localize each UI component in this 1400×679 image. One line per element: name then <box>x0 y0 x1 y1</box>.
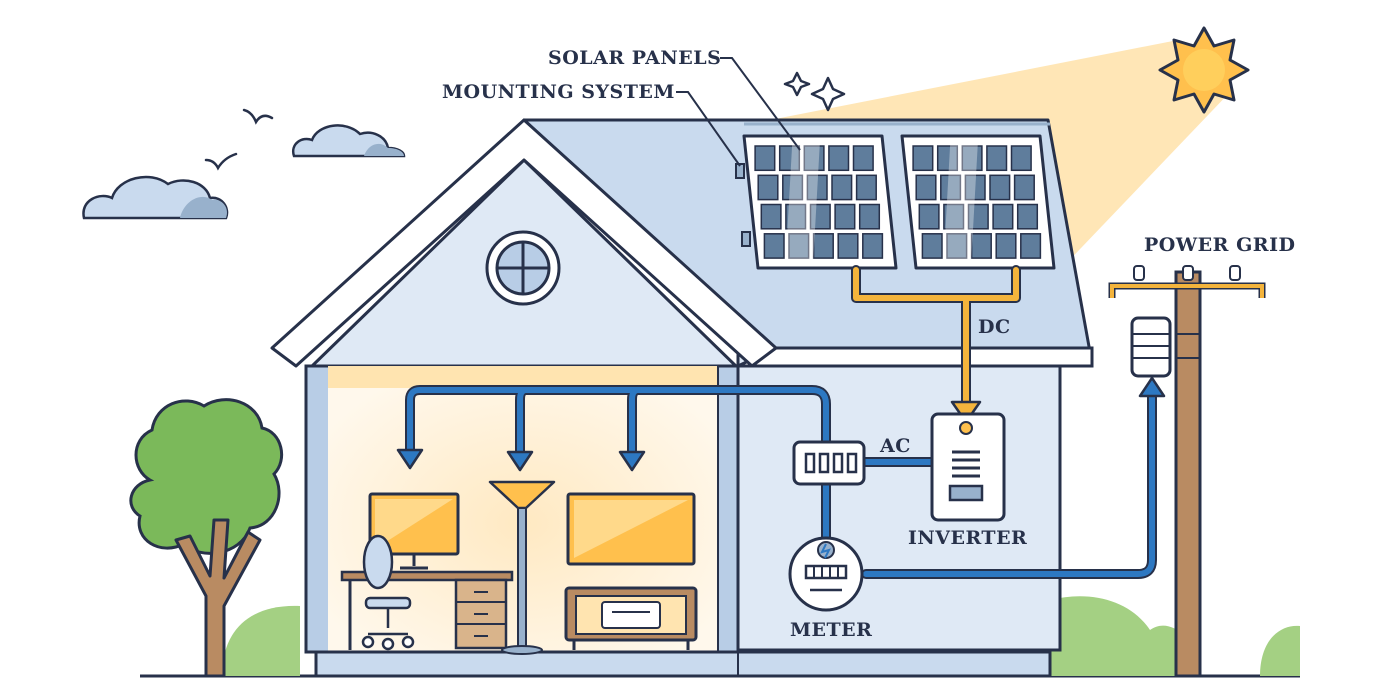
solar-cell <box>763 233 785 259</box>
solar-cell <box>782 174 804 201</box>
solar-cell <box>915 174 937 201</box>
solar-cell <box>806 174 828 201</box>
solar-cell <box>936 145 959 172</box>
solar-cell <box>943 203 965 230</box>
bush-icon <box>222 596 1300 676</box>
ac-wire-grid <box>821 376 1166 579</box>
tv-icon <box>566 492 696 566</box>
foundation <box>314 650 1052 678</box>
solar-cell <box>760 203 782 230</box>
solar-cell <box>809 203 831 230</box>
round-window-icon <box>485 230 561 306</box>
tree-icon <box>129 398 284 678</box>
solar-cell <box>812 233 834 259</box>
solar-cell <box>858 203 881 230</box>
inverter-icon <box>930 412 1006 522</box>
solar-cell <box>803 145 825 172</box>
solar-cell <box>918 203 940 230</box>
cloud-icon <box>82 124 406 220</box>
solar-cell <box>970 233 992 259</box>
inverter-label: INVERTER <box>908 527 1027 549</box>
ac-label: AC <box>879 435 911 457</box>
solar-cell <box>995 233 1017 259</box>
solar-cell <box>1016 203 1039 230</box>
meter-label: METER <box>790 619 872 641</box>
leader-lines <box>676 57 801 167</box>
solar-cell <box>921 233 943 259</box>
solar-cell <box>834 203 856 230</box>
circuit-breaker-icon <box>792 440 866 486</box>
solar-cell <box>754 145 776 172</box>
utility-pole-icon <box>1108 265 1266 678</box>
solar-cell <box>837 233 859 259</box>
office-chair-icon <box>361 534 415 651</box>
power-grid-label: POWER GRID <box>1144 234 1295 256</box>
solar-cell <box>964 174 986 201</box>
solar-cell <box>1010 145 1032 172</box>
solar-cell <box>828 145 850 172</box>
solar-cell <box>989 174 1011 201</box>
solar-cell <box>946 233 968 259</box>
computer-monitor-icon <box>368 492 460 570</box>
mounting-system <box>735 122 1050 247</box>
solar-cell <box>1020 233 1042 259</box>
sun-icon <box>1158 26 1250 114</box>
gable-trim <box>270 118 778 368</box>
solar-cell <box>967 203 989 230</box>
solar-cell <box>940 174 962 201</box>
solar-cell <box>785 203 807 230</box>
solar-panel-left <box>742 134 898 270</box>
solar-cell <box>912 145 934 172</box>
ac-wire-house <box>396 385 831 472</box>
bird-icon <box>204 108 274 171</box>
solar-cell <box>831 174 853 201</box>
solar-cell <box>1013 174 1035 201</box>
solar-cell <box>778 145 801 172</box>
solar-cell <box>855 174 877 201</box>
desk-icon <box>340 570 514 650</box>
dc-wire <box>851 265 1021 424</box>
solar-cell <box>961 145 983 172</box>
transformer-icon <box>1130 316 1172 378</box>
solar-cell <box>788 233 810 259</box>
dc-label: DC <box>978 316 1011 338</box>
electric-meter-icon <box>788 536 864 612</box>
solar-cell <box>862 233 884 259</box>
solar-cell <box>757 174 779 201</box>
tv-cabinet-icon <box>564 586 698 650</box>
mounting-system-label: MOUNTING SYSTEM <box>442 81 675 103</box>
solar-cell <box>986 145 1008 172</box>
sparkle-icon <box>783 71 846 112</box>
solar-cell <box>992 203 1014 230</box>
solar-panel-right <box>900 134 1056 270</box>
solar-panels-label: SOLAR PANELS <box>548 47 721 69</box>
solar-cell <box>852 145 874 172</box>
floor-lamp-icon <box>488 480 556 655</box>
